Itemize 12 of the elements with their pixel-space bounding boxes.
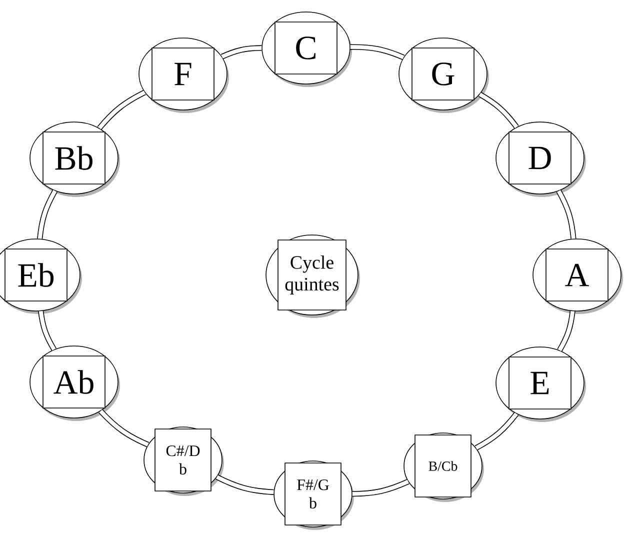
ring-segment xyxy=(352,479,410,497)
ring-segment xyxy=(350,44,405,60)
ring-segment xyxy=(97,90,146,130)
ring-segment xyxy=(98,409,150,448)
ring-segment xyxy=(557,310,576,352)
ring-segment xyxy=(38,310,56,351)
ring-segment xyxy=(216,474,274,495)
ring-segment xyxy=(474,412,519,450)
ring-segment xyxy=(478,92,519,129)
ring-segment xyxy=(37,190,58,240)
ring-segment xyxy=(556,190,576,239)
ring-segment xyxy=(220,45,262,60)
